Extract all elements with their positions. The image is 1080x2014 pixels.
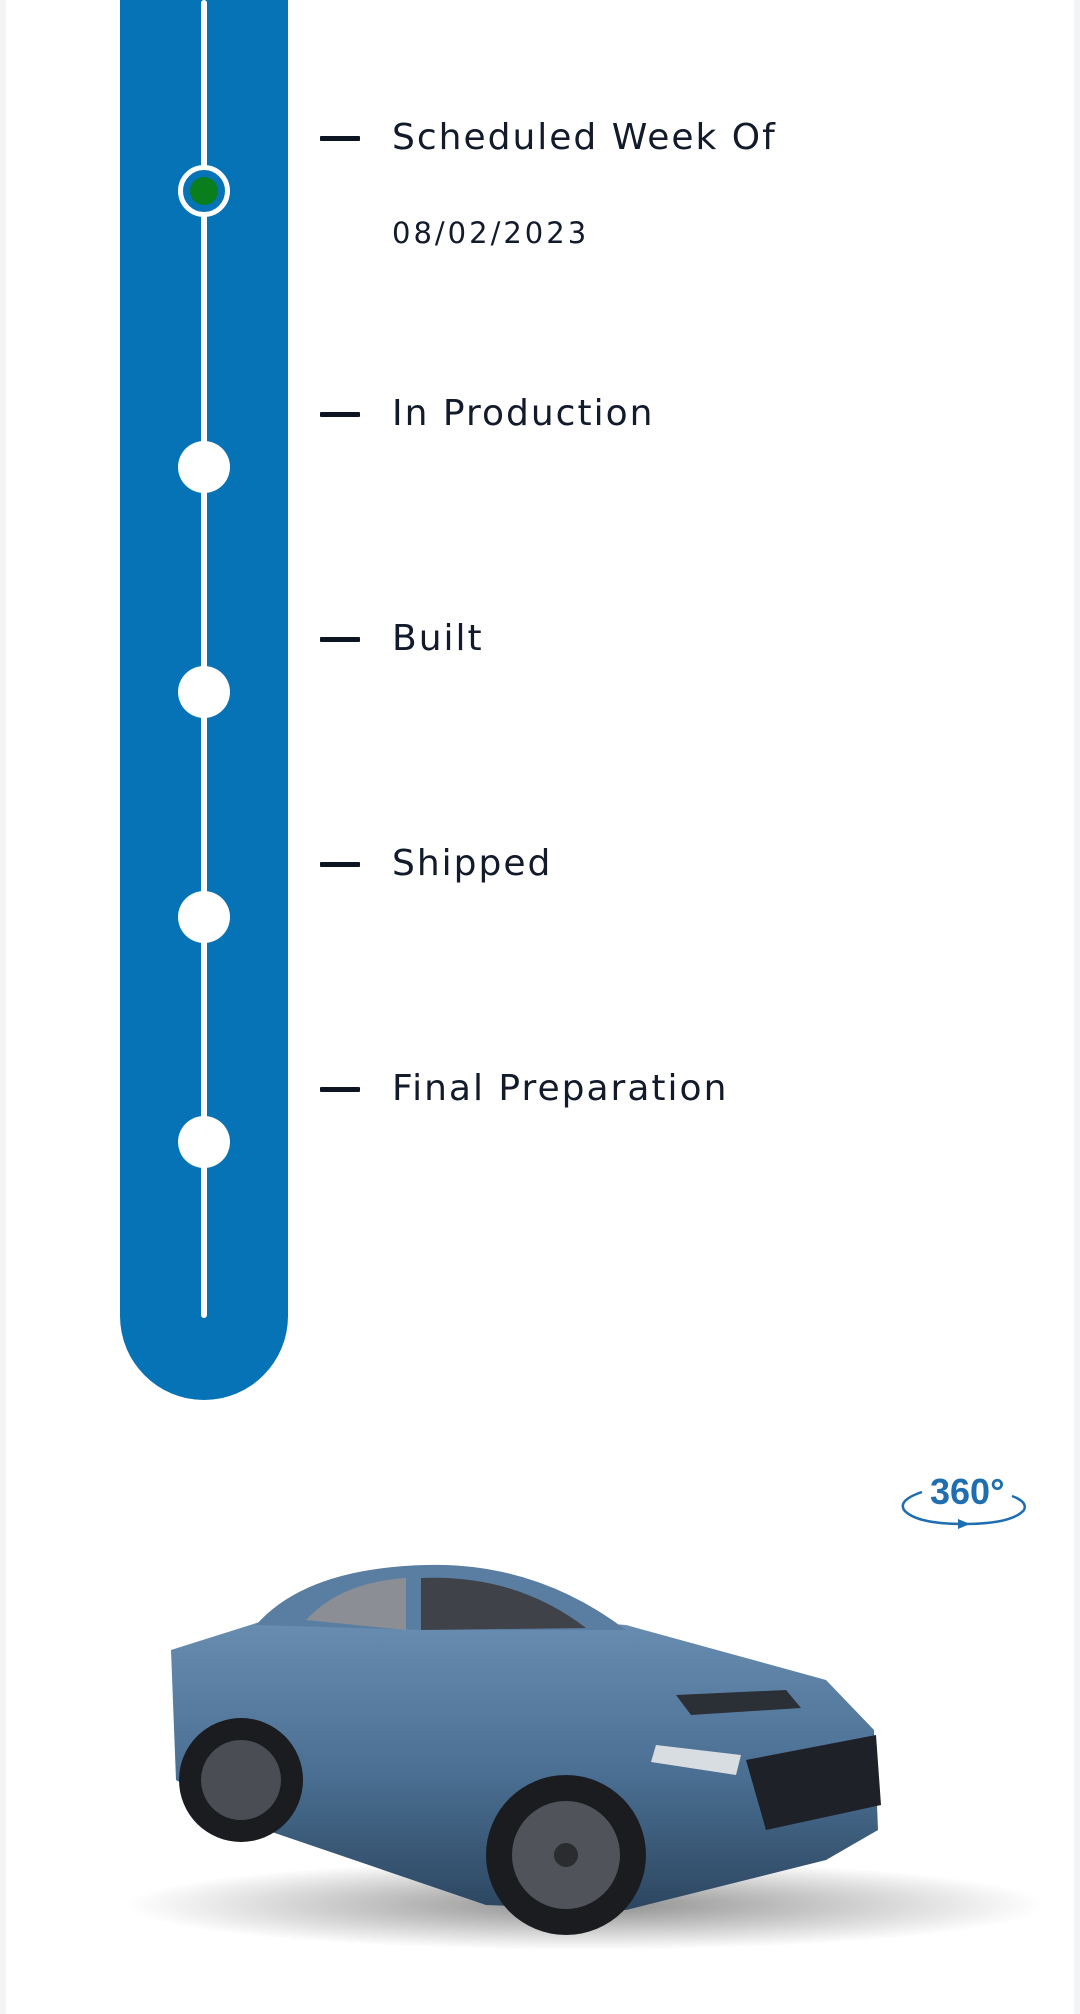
step-dash — [320, 637, 360, 642]
progress-track-line — [201, 0, 207, 1318]
view-360-button[interactable]: 360° — [894, 1470, 1034, 1530]
progress-node-shipped — [178, 891, 230, 943]
progress-node-in-production — [178, 441, 230, 493]
active-status-dot — [190, 177, 218, 205]
progress-node-built — [178, 666, 230, 718]
rotate-360-icon: 360° — [901, 1471, 1026, 1529]
step-dash — [320, 412, 360, 417]
step-label: Shipped — [392, 843, 553, 884]
step-label: Scheduled Week Of — [392, 117, 777, 158]
step-dash — [320, 862, 360, 867]
progress-track — [120, 0, 288, 1400]
step-label: In Production — [392, 393, 655, 434]
progress-node-final-preparation — [178, 1116, 230, 1168]
step-label: Built — [392, 618, 484, 659]
vehicle-image — [66, 1530, 1046, 1960]
view-360-label: 360° — [930, 1471, 1004, 1512]
step-label: Final Preparation — [392, 1068, 729, 1109]
scheduled-date: 08/02/2023 — [392, 216, 590, 250]
step-dash — [320, 1087, 360, 1092]
step-dash — [320, 136, 360, 141]
order-status-page: Scheduled Week Of 08/02/2023 In Producti… — [6, 0, 1074, 2014]
progress-node-scheduled — [178, 165, 230, 217]
